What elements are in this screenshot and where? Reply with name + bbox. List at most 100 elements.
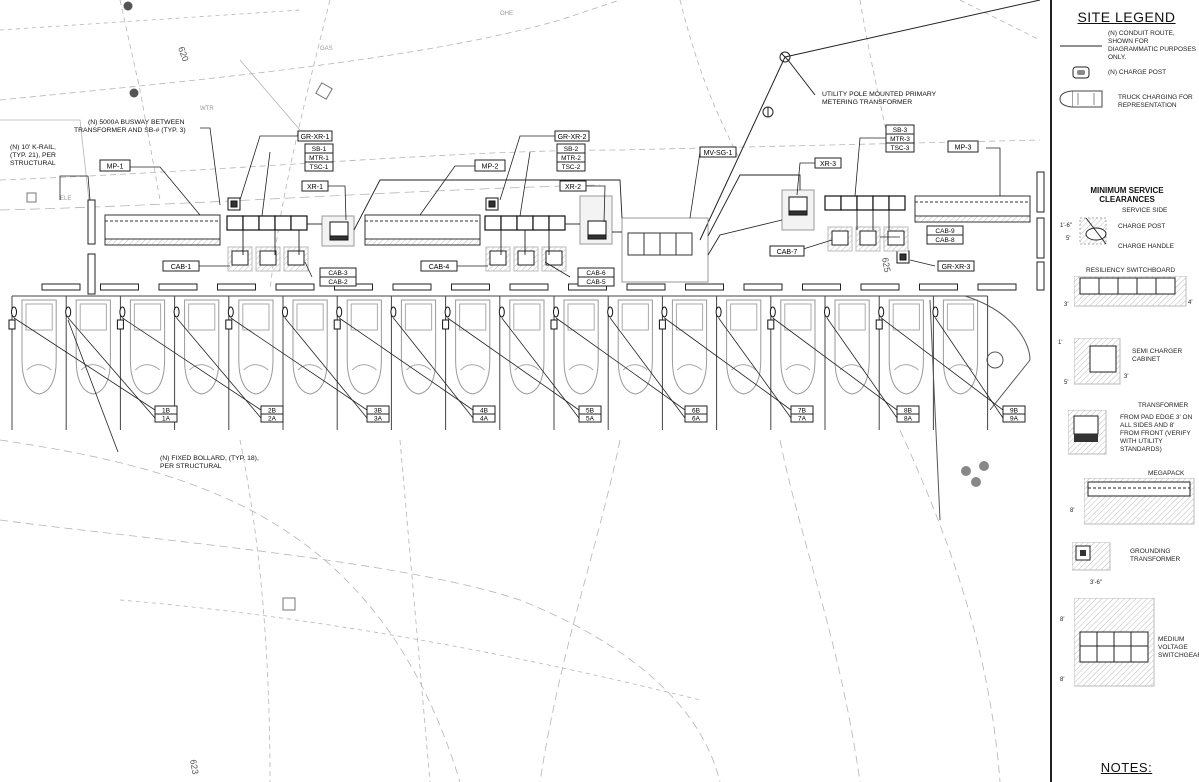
k-rail-segment	[685, 283, 724, 291]
stall-label-b: 9B	[1010, 408, 1018, 415]
charge-post-clearance-icon	[1079, 217, 1107, 245]
truck-outline	[671, 299, 708, 395]
svg-text:MTR-2: MTR-2	[561, 155, 581, 162]
marker-box	[282, 597, 296, 611]
truck-outline	[184, 299, 220, 395]
stall-label-a: 5A	[586, 416, 595, 423]
svg-text:MP-3: MP-3	[955, 145, 972, 152]
svg-text:CAB-8: CAB-8	[935, 237, 955, 244]
dim-8b: 8'	[1060, 617, 1065, 623]
truck-trailer	[513, 303, 541, 331]
svg-text:TSC-1: TSC-1	[310, 164, 329, 171]
tag-gr-xr-3: GR-XR-3	[937, 260, 975, 272]
truck-windshield	[839, 364, 865, 371]
bollard	[824, 306, 830, 318]
dim-4: 4'	[1188, 300, 1193, 306]
svg-text:SB-1: SB-1	[312, 146, 327, 153]
charge-post	[225, 319, 233, 330]
transformer-xr-3	[781, 189, 815, 231]
truck-trailer	[25, 303, 53, 331]
truck-trailer	[242, 303, 270, 331]
utility-code-elec: ELE	[60, 196, 71, 202]
truck-trailer	[133, 303, 162, 331]
stall-label-b: 3B	[374, 408, 382, 415]
bollard	[878, 306, 885, 318]
semi-charger-cabinet	[887, 230, 905, 246]
leader-lines	[59, 127, 1001, 453]
charge-post	[658, 319, 666, 330]
bollard	[336, 306, 343, 318]
contour-label-623: 623	[188, 759, 200, 776]
tag-cab-1: CAB-1	[162, 260, 200, 272]
site-plan-drawing: 620 625 623 ELE WTR GAS OHE	[0, 0, 1045, 782]
tag-xr-2: XR-2	[559, 180, 587, 192]
tag-cab-7: CAB-7	[769, 245, 805, 257]
k-rail-segment	[392, 283, 432, 291]
k-rail-segment	[275, 283, 315, 291]
transformer-xr-2	[579, 195, 613, 245]
truck-trailer	[459, 303, 487, 331]
megapack-row-3	[914, 195, 1031, 223]
k-rail-segment	[743, 283, 783, 291]
tag-xr-3: XR-3	[814, 157, 842, 169]
svg-text:MV-SG-1: MV-SG-1	[704, 150, 733, 157]
k-rail-segment	[158, 283, 198, 291]
svg-text:CAB-4: CAB-4	[429, 264, 450, 271]
k-rail-segment	[977, 283, 1017, 291]
switchboard-1	[226, 215, 308, 231]
note-utility-pole: UTILITY POLE MOUNTED PRIMARY METERING TR…	[822, 91, 938, 106]
truck-windshield	[514, 364, 540, 371]
truck-outline	[780, 299, 816, 395]
bollard	[282, 306, 288, 318]
truck-windshield	[243, 364, 269, 371]
k-rail-row	[41, 283, 1017, 291]
truck-trailer	[946, 303, 975, 331]
bollard	[553, 306, 559, 318]
charge-post	[116, 319, 124, 330]
truck-windshield	[948, 364, 973, 371]
svg-text:CAB-5: CAB-5	[586, 279, 606, 286]
bollard	[65, 306, 72, 318]
dim-8a: 8'	[1070, 508, 1075, 514]
bollard	[11, 306, 17, 318]
note-bollard: (N) FIXED BOLLARD, (TYP. 18), PER STRUCT…	[160, 455, 261, 470]
truck-trailer	[79, 303, 107, 331]
truck-trailer	[296, 303, 324, 331]
svg-text:MP-1: MP-1	[107, 164, 124, 171]
dim-5b: 5'	[1064, 380, 1069, 386]
bollard	[227, 306, 234, 318]
truck-windshield	[80, 364, 106, 371]
utility-code-gas: GAS	[320, 46, 333, 52]
megapack-row-1	[104, 214, 221, 246]
charge-post-icon	[1072, 66, 1090, 79]
truck-trailer	[621, 303, 649, 331]
svg-text:CAB-9: CAB-9	[935, 228, 955, 235]
legend-charge-post-2: CHARGE POST	[1118, 223, 1166, 230]
note-busway: (N) 5000A BUSWAY BETWEEN TRANSFORMER AND…	[74, 119, 186, 134]
bollard	[607, 306, 614, 318]
truck-outline	[455, 299, 491, 395]
conduit-route-symbol	[1060, 45, 1102, 47]
grounding-transformer-2	[485, 197, 499, 211]
transformer-icon	[1068, 410, 1107, 455]
grounding-transformer-1	[227, 197, 241, 211]
stall-label-a: 1A	[162, 416, 171, 423]
charge-post	[875, 319, 883, 330]
dim-8c: 8'	[1060, 677, 1065, 683]
legend-resiliency: RESILIENCY SWITCHBOARD	[1086, 267, 1176, 274]
existing-utility-lines	[0, 0, 1041, 782]
svg-text:TSC-3: TSC-3	[891, 145, 910, 152]
tag-group-sb-3: SB-3 MTR-3 TSC-3	[885, 124, 915, 153]
bollard	[769, 306, 776, 318]
semi-charger-cabinet	[489, 250, 507, 266]
utility-code-water: WTR	[200, 106, 214, 112]
svg-text:GR-XR-2: GR-XR-2	[558, 134, 587, 141]
